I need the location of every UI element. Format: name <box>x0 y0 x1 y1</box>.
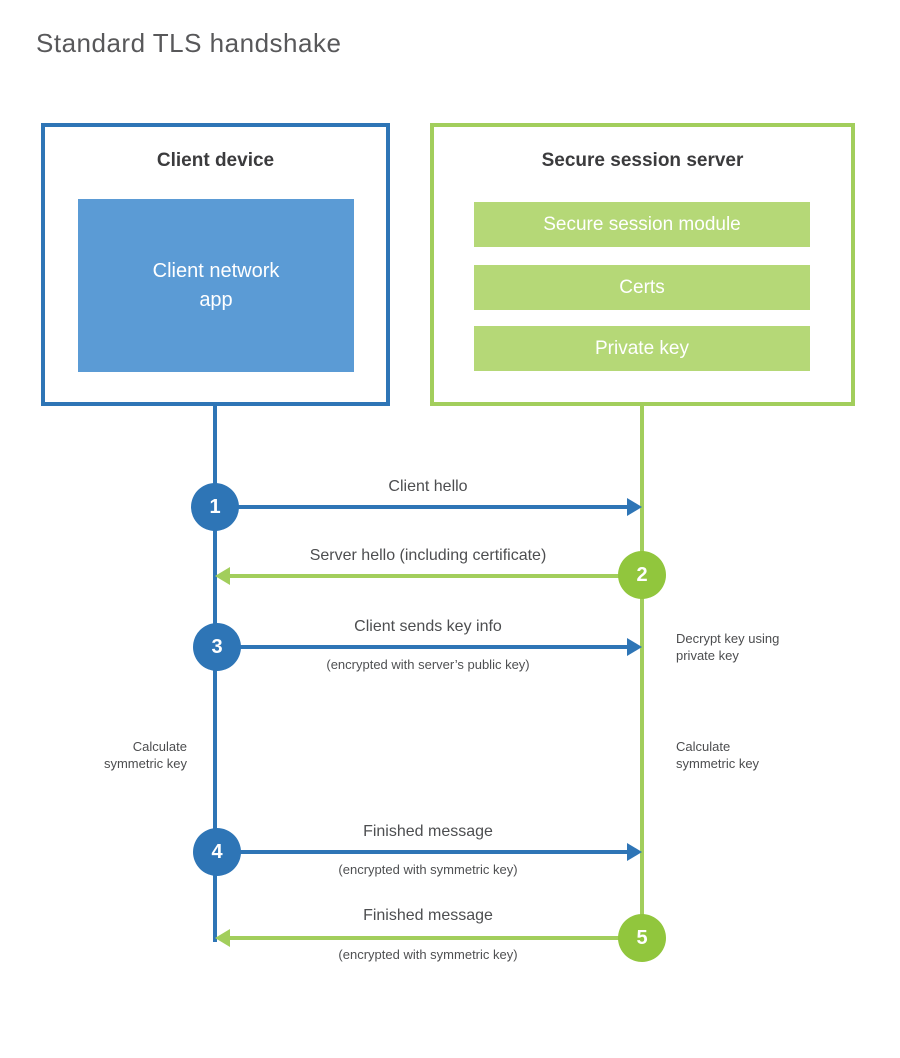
message-label-finished-server: Finished message <box>363 907 493 924</box>
message-label-finished-client: Finished message <box>363 823 493 840</box>
client-device-box: Client device Client network app <box>41 123 390 406</box>
note-calculate-symmetric-key-server: Calculate symmetric key <box>676 739 760 771</box>
step-circle-5: 5 <box>618 914 666 962</box>
arrow-line-server-hello <box>230 574 642 578</box>
message-label-client-hello: Client hello <box>388 478 468 495</box>
client-lifeline <box>213 405 217 942</box>
server-lifeline <box>640 405 644 942</box>
arrow-right-icon <box>627 638 642 656</box>
message-sublabel-key-info: (encrypted with server’s public key) <box>326 657 530 672</box>
message-sublabel-finished-client: (encrypted with symmetric key) <box>338 862 518 877</box>
note-calculate-symmetric-key-client: Calculate symmetric key <box>103 739 187 771</box>
arrow-right-icon <box>627 498 642 516</box>
arrow-left-icon <box>215 929 230 947</box>
arrow-line-key-info <box>215 645 627 649</box>
server-module-private-key: Private key <box>474 326 810 371</box>
step-circle-3: 3 <box>193 623 241 671</box>
arrow-right-icon <box>627 843 642 861</box>
arrow-left-icon <box>215 567 230 585</box>
step-circle-4: 4 <box>193 828 241 876</box>
message-label-key-info: Client sends key info <box>354 618 502 635</box>
arrow-line-finished-server <box>230 936 642 940</box>
server-module-secure-session: Secure session module <box>474 202 810 247</box>
client-device-title: Client device <box>156 150 275 171</box>
server-box: Secure session server Secure session mod… <box>430 123 855 406</box>
message-label-server-hello: Server hello (including certificate) <box>309 547 547 564</box>
arrow-line-client-hello <box>215 505 627 509</box>
message-sublabel-finished-server: (encrypted with symmetric key) <box>338 947 518 962</box>
arrow-line-finished-client <box>215 850 627 854</box>
step-circle-2: 2 <box>618 551 666 599</box>
note-decrypt-key: Decrypt key using private key <box>676 631 780 663</box>
client-network-app-block: Client network app <box>78 199 354 372</box>
step-circle-1: 1 <box>191 483 239 531</box>
server-module-certs: Certs <box>474 265 810 310</box>
server-title: Secure session server <box>541 150 744 171</box>
page-title: Standard TLS handshake <box>36 28 342 58</box>
